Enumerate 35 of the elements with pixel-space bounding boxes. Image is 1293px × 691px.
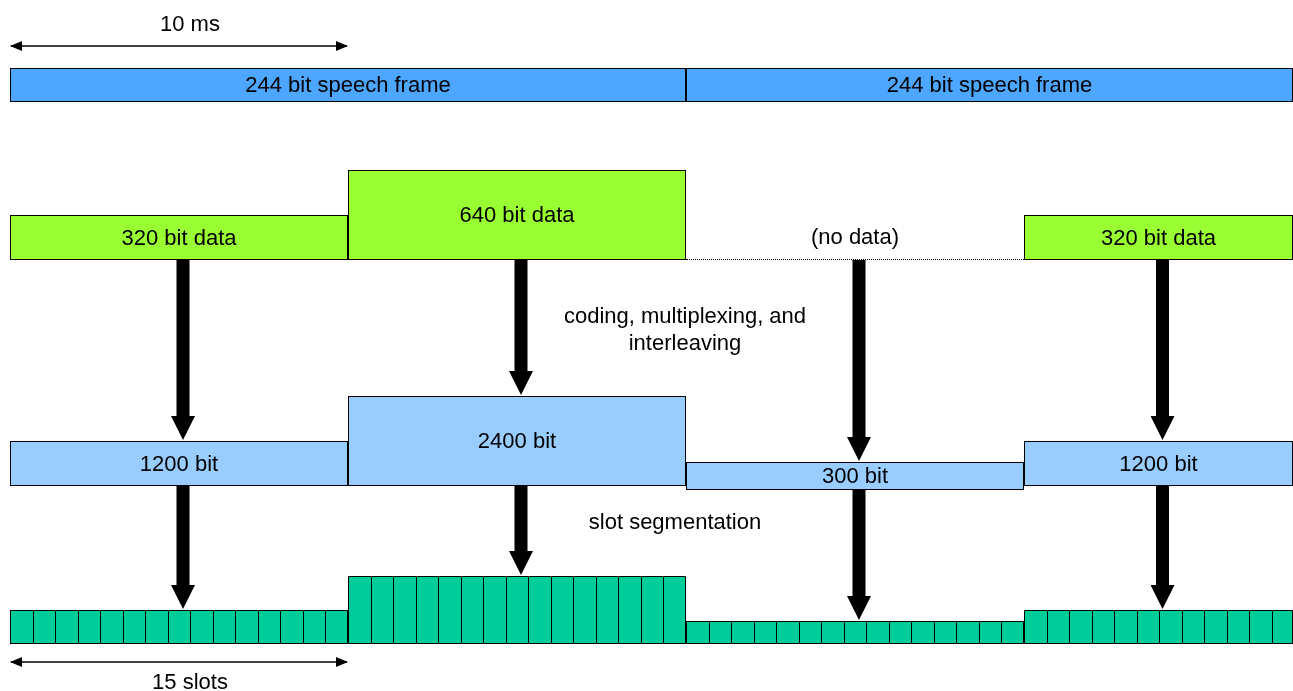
dimension-label: 15 slots <box>151 668 229 691</box>
block-label: (no data) <box>810 225 900 249</box>
block-label: 244 bit speech frame <box>245 73 451 97</box>
process-note: slot segmentation <box>587 508 763 535</box>
block-arrow <box>847 260 871 461</box>
process-note: coding, multiplexing, and interleaving <box>562 302 808 356</box>
data-block <box>348 170 686 260</box>
coded-block <box>1024 441 1293 486</box>
coded-block <box>348 396 686 486</box>
block-label: 2400 bit <box>477 429 557 453</box>
block-arrow <box>1150 260 1175 440</box>
block-label: 1200 bit <box>139 451 219 476</box>
data-block <box>10 215 348 260</box>
block-label: 1200 bit <box>1119 451 1198 476</box>
slot-bar <box>686 621 1024 644</box>
coded-block <box>10 441 348 486</box>
speech-frame-bar <box>10 68 686 102</box>
block-arrow <box>509 260 533 395</box>
block-label: 300 bit <box>821 464 889 488</box>
block-arrow <box>1150 486 1175 609</box>
block-arrow <box>847 490 871 620</box>
block-arrow <box>171 486 195 609</box>
speech-frame-bar <box>686 68 1293 102</box>
slot-bar <box>1024 610 1293 644</box>
data-block <box>1024 215 1293 260</box>
block-arrow <box>509 486 533 575</box>
block-label: 320 bit data <box>121 225 237 250</box>
block-label: 640 bit data <box>459 203 575 227</box>
slot-bar <box>348 576 686 644</box>
block-label: 320 bit data <box>1101 225 1216 250</box>
slot-bar <box>10 610 348 644</box>
coded-block <box>686 462 1024 490</box>
block-label: 244 bit speech frame <box>886 73 1093 97</box>
dimension-label: 10 ms <box>159 10 221 37</box>
block-arrow <box>171 260 195 440</box>
